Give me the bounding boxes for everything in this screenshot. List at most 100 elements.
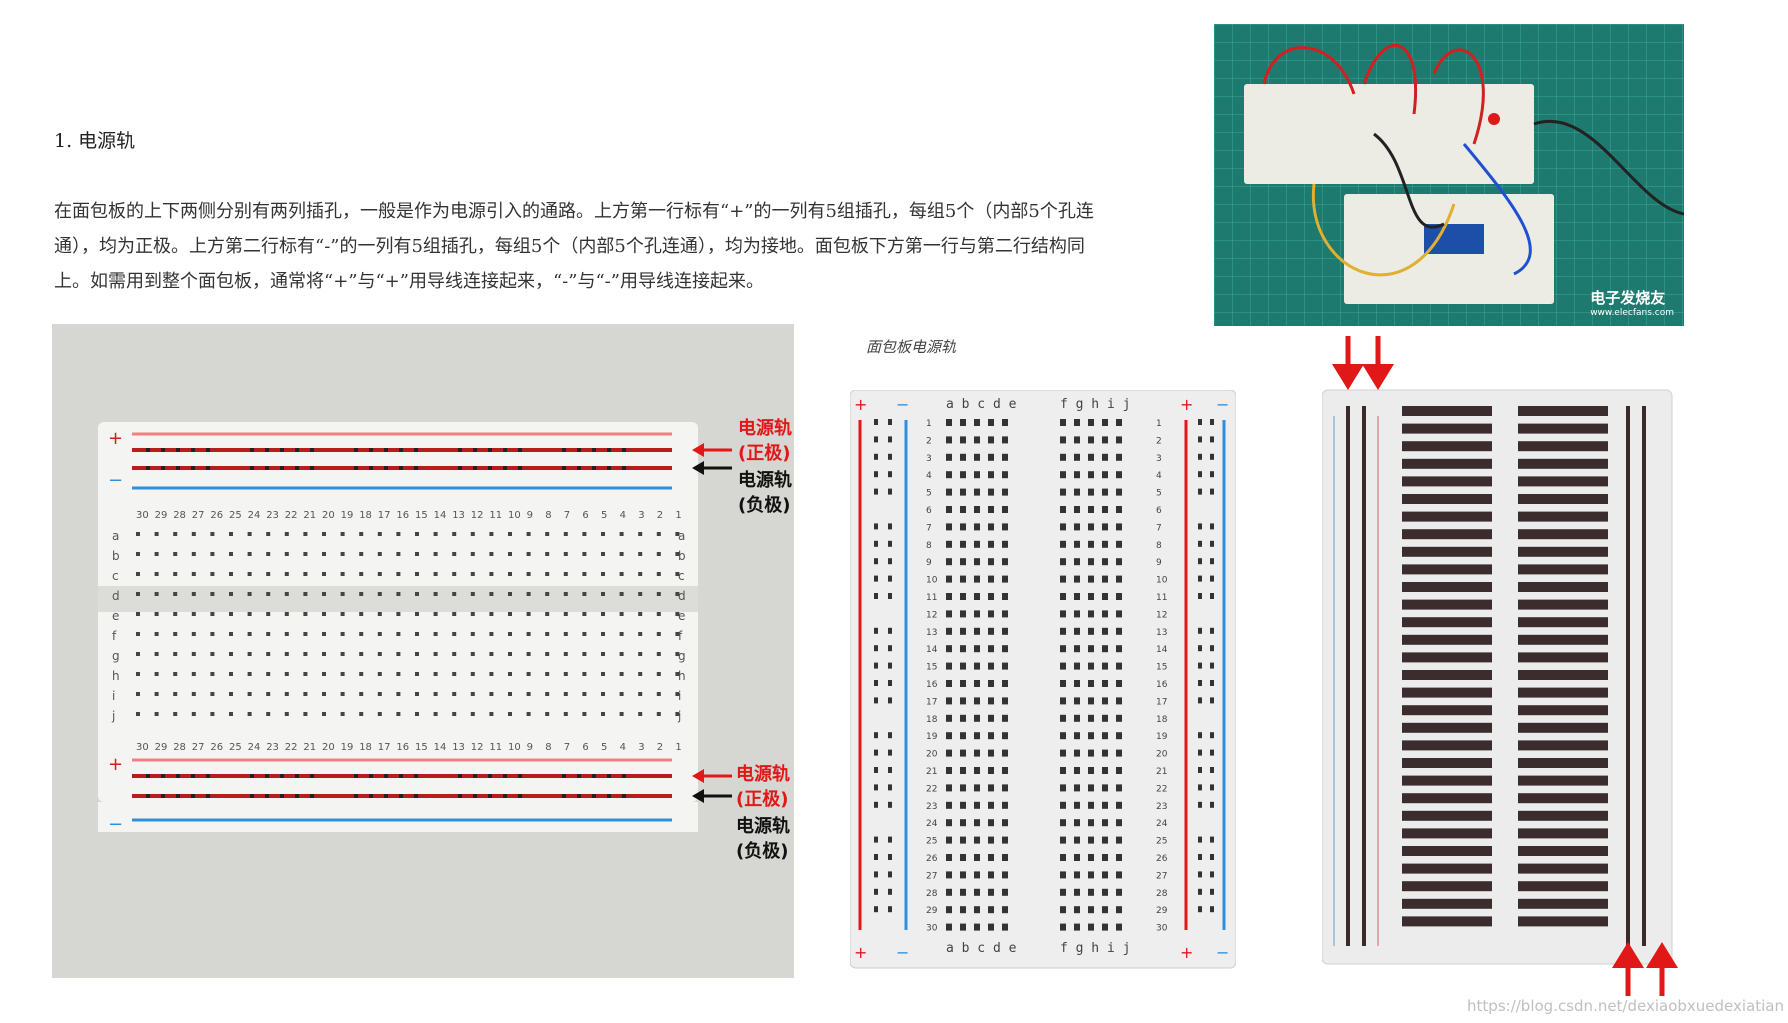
terminal-hole <box>946 819 952 827</box>
terminal-hole <box>433 652 438 656</box>
terminal-hole <box>508 532 512 536</box>
rail-hole <box>1198 697 1202 704</box>
terminal-hole <box>946 488 952 496</box>
terminal-hole <box>1060 419 1066 426</box>
terminal-hole <box>396 652 401 656</box>
terminal-hole <box>1060 888 1066 896</box>
terminal-hole <box>545 532 550 536</box>
row-number: 15 <box>926 663 937 673</box>
terminal-hole <box>1102 819 1108 827</box>
terminal-strip <box>1518 916 1608 927</box>
terminal-hole <box>322 552 326 556</box>
label-line: 电源轨 <box>736 816 790 837</box>
terminal-hole <box>1102 593 1108 600</box>
row-number: 25 <box>926 837 937 847</box>
terminal-hole <box>946 645 952 653</box>
rail-hole <box>1210 888 1214 895</box>
column-number: 6 <box>582 742 588 753</box>
terminal-hole <box>470 672 475 676</box>
terminal-strip <box>1518 810 1608 821</box>
terminal-hole <box>960 854 966 861</box>
terminal-hole <box>154 632 159 636</box>
terminal-hole <box>946 610 952 618</box>
rail-hole <box>1198 888 1202 895</box>
terminal-hole <box>1074 697 1080 705</box>
terminal-hole <box>396 612 401 616</box>
terminal-hole <box>619 672 624 676</box>
rail-hole <box>369 794 373 798</box>
terminal-hole <box>675 592 680 596</box>
rail-hole <box>592 774 596 778</box>
terminal-hole <box>946 419 952 426</box>
terminal-strip <box>1518 582 1608 592</box>
terminal-hole <box>601 672 605 676</box>
terminal-hole <box>1116 871 1122 879</box>
terminal-hole <box>1074 662 1080 670</box>
terminal-hole <box>946 662 952 670</box>
terminal-hole <box>247 532 252 536</box>
photo-drawing <box>1214 24 1684 326</box>
terminal-hole <box>415 632 419 636</box>
terminal-hole <box>1074 819 1080 827</box>
terminal-hole <box>154 712 159 716</box>
plus-sign: + <box>108 428 123 449</box>
terminal-hole <box>173 652 178 656</box>
terminal-hole <box>154 692 159 696</box>
terminal-hole <box>359 692 364 696</box>
rail-hole <box>888 436 892 443</box>
terminal-hole <box>433 572 438 576</box>
terminal-hole <box>1002 732 1008 740</box>
terminal-hole <box>396 672 401 676</box>
rail-hole <box>1210 453 1214 460</box>
terminal-hole <box>988 540 994 548</box>
terminal-hole <box>173 672 178 676</box>
terminal-hole <box>1116 419 1122 426</box>
rail-hole <box>518 794 522 798</box>
terminal-hole <box>619 532 624 536</box>
terminal-strip <box>1402 458 1492 469</box>
terminal-hole <box>303 612 308 616</box>
watermark: https://blog.csdn.net/dexiaobxuedexiatia… <box>1467 997 1784 1015</box>
terminal-hole <box>1116 697 1122 705</box>
row-number: 14 <box>926 645 938 655</box>
terminal-hole <box>210 632 215 636</box>
terminal-hole <box>946 436 952 444</box>
column-number: 9 <box>527 742 533 753</box>
terminal-hole <box>988 714 994 722</box>
terminal-hole <box>433 552 438 556</box>
rail-hole <box>458 466 462 470</box>
rail-hole <box>1210 627 1214 634</box>
terminal-hole <box>582 552 587 556</box>
terminal-hole <box>1074 610 1080 618</box>
terminal-hole <box>340 712 345 716</box>
terminal-hole <box>508 612 512 616</box>
row-letter: j <box>111 709 115 723</box>
terminal-hole <box>656 712 661 716</box>
terminal-hole <box>1088 419 1094 426</box>
terminal-hole <box>1116 784 1122 792</box>
terminal-hole <box>1060 854 1066 861</box>
column-number: 3 <box>638 742 644 753</box>
terminal-hole <box>377 612 382 616</box>
terminal-hole <box>563 552 568 556</box>
terminal-hole <box>946 558 952 566</box>
rail-hole <box>473 774 477 778</box>
column-number: 12 <box>471 742 484 753</box>
row-letter: i <box>678 689 681 703</box>
terminal-hole <box>638 532 643 536</box>
terminal-hole <box>974 662 980 670</box>
terminal-hole <box>452 672 457 676</box>
terminal-hole <box>1074 488 1080 496</box>
terminal-hole <box>396 692 401 696</box>
rail-hole <box>310 448 314 452</box>
rail-hole <box>874 627 878 634</box>
terminal-strip <box>1402 775 1492 786</box>
column-number: 6 <box>582 510 588 521</box>
terminal-hole <box>988 471 994 479</box>
terminal-strip <box>1518 564 1608 575</box>
rail-hole <box>874 575 878 582</box>
terminal-hole <box>988 436 994 444</box>
rail-hole <box>1210 523 1214 530</box>
terminal-hole <box>1102 871 1108 879</box>
row-number: 26 <box>1156 854 1168 864</box>
